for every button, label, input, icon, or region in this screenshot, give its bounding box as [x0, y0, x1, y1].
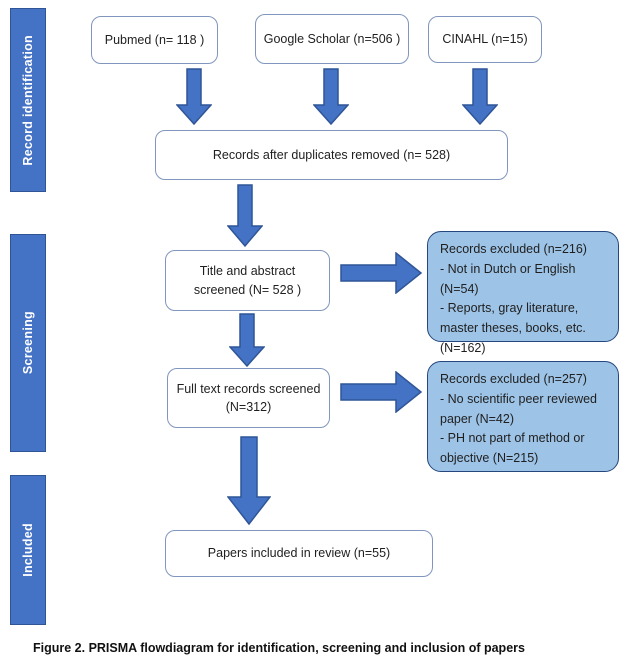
down-arrow-icon	[462, 68, 498, 126]
down-arrow-icon	[176, 68, 212, 126]
box-source-cinahl: CINAHL (n=15)	[428, 16, 542, 63]
box-source-pubmed-label: Pubmed (n= 118 )	[104, 32, 205, 47]
excluded1-line: (N=162)	[440, 340, 486, 355]
stage-label-screening: Screening	[21, 311, 35, 375]
figure-caption: Figure 2. PRISMA flowdiagram for identif…	[33, 641, 525, 655]
box-papers-included-label: Papers included in review (n=55)	[207, 546, 391, 561]
box-title-abstract-line1: Title and abstract	[199, 264, 296, 279]
box-duplicates-removed: Records after duplicates removed (n= 528…	[155, 130, 508, 180]
excluded2-line: objective (N=215)	[440, 451, 539, 465]
excluded1-line: master theses, books, etc.	[440, 321, 586, 335]
down-arrow-icon	[313, 68, 349, 126]
stage-bar-record-identification: Record identification	[10, 8, 46, 192]
box-records-excluded-1: Records excluded (n=216) - Not in Dutch …	[427, 231, 619, 355]
down-arrow-icon	[227, 184, 263, 248]
right-arrow-icon	[340, 371, 423, 413]
down-arrow-icon	[227, 436, 271, 526]
box-records-excluded-2: Records excluded (n=257) - No scientific…	[427, 361, 619, 472]
box-source-google-scholar-label: Google Scholar (n=506 )	[263, 31, 401, 46]
excluded1-line: Records excluded (n=216)	[440, 242, 587, 256]
right-arrow-icon	[340, 252, 423, 294]
excluded2-line: Records excluded (n=257)	[440, 372, 587, 386]
down-arrow-icon	[229, 313, 265, 368]
box-title-abstract-line2: screened (N= 528 )	[193, 282, 302, 297]
box-full-text-line2: (N=312)	[225, 400, 272, 414]
excluded1-line: - Reports, gray literature,	[440, 301, 579, 316]
box-papers-included: Papers included in review (n=55)	[165, 530, 433, 577]
box-source-google-scholar: Google Scholar (n=506 )	[255, 14, 409, 64]
box-source-cinahl-label: CINAHL (n=15)	[442, 32, 528, 47]
box-full-text-line1: Full text records screened	[176, 381, 321, 396]
box-duplicates-removed-label: Records after duplicates removed (n= 528…	[212, 147, 451, 162]
box-full-text-screened: Full text records screened (N=312)	[167, 368, 330, 428]
box-title-abstract-screened: Title and abstract screened (N= 528 )	[165, 250, 330, 311]
excluded2-line: paper (N=42)	[440, 411, 514, 426]
stage-bar-screening: Screening	[10, 234, 46, 452]
excluded2-line: - PH not part of method or	[440, 431, 585, 446]
box-source-pubmed: Pubmed (n= 118 )	[91, 16, 218, 64]
stage-label-included: Included	[21, 523, 35, 577]
excluded1-line: - Not in Dutch or English (N=54)	[440, 261, 576, 296]
stage-label-record-identification: Record identification	[21, 34, 35, 166]
excluded2-line: - No scientific peer reviewed	[440, 391, 598, 406]
stage-bar-included: Included	[10, 475, 46, 625]
